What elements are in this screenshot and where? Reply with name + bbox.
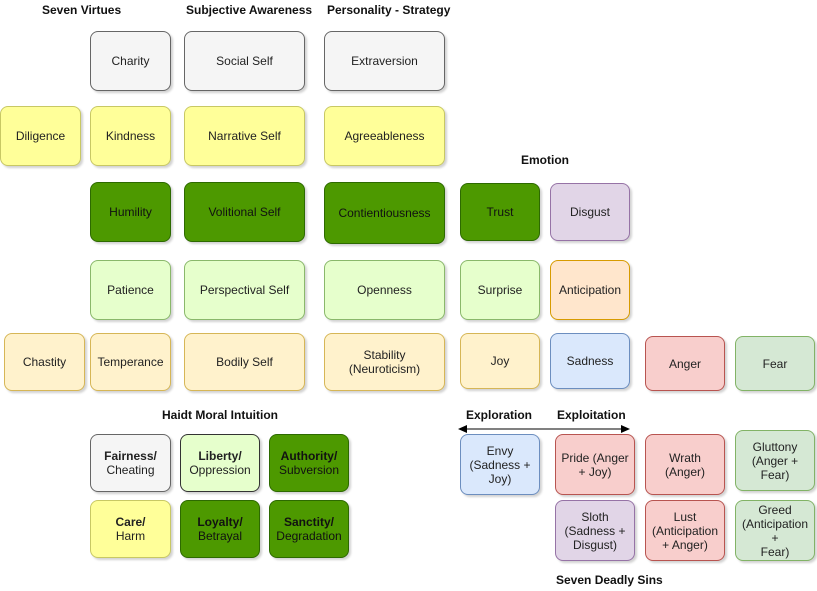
virtue-humility: Humility bbox=[90, 182, 171, 242]
header-seven-deadly-sins: Seven Deadly Sins bbox=[556, 573, 663, 587]
sin-lust: Lust (Anticipation + Anger) bbox=[645, 500, 725, 561]
haidt-loyalty-betrayal: Loyalty/Betrayal bbox=[180, 500, 260, 558]
personality-agreeableness: Agreeableness bbox=[324, 106, 445, 166]
haidt-liberty-oppression: Liberty/Oppression bbox=[180, 434, 260, 492]
haidt-authority-subversion: Authority/Subversion bbox=[269, 434, 349, 492]
sin-gluttony: Gluttony (Anger + Fear) bbox=[735, 430, 815, 491]
sin-envy: Envy (Sadness + Joy) bbox=[460, 434, 540, 495]
header-haidt-moral-intuition: Haidt Moral Intuition bbox=[162, 408, 278, 422]
awareness-bodily-self: Bodily Self bbox=[184, 333, 305, 391]
virtue-charity: Charity bbox=[90, 31, 171, 91]
header-seven-virtues: Seven Virtues bbox=[42, 3, 122, 17]
virtue-temperance: Temperance bbox=[90, 333, 171, 391]
emotion-disgust: Disgust bbox=[550, 183, 630, 241]
personality-openness: Openness bbox=[324, 260, 445, 320]
awareness-volitional-self: Volitional Self bbox=[184, 182, 305, 242]
personality-stability: Stability (Neuroticism) bbox=[324, 333, 445, 391]
haidt-sanctity-degradation: Sanctity/Degradation bbox=[269, 500, 349, 558]
virtue-patience: Patience bbox=[90, 260, 171, 320]
haidt-fairness-cheating: Fairness/Cheating bbox=[90, 434, 171, 492]
sin-pride: Pride (Anger + Joy) bbox=[555, 434, 635, 495]
emotion-fear: Fear bbox=[735, 336, 815, 391]
sin-sloth: Sloth (Sadness + Disgust) bbox=[555, 500, 635, 561]
exploration-exploitation-arrow bbox=[458, 425, 630, 433]
awareness-perspectival-self: Perspectival Self bbox=[184, 260, 305, 320]
emotion-anticipation: Anticipation bbox=[550, 260, 630, 320]
header-emotion: Emotion bbox=[521, 153, 569, 167]
emotion-anger: Anger bbox=[645, 336, 725, 391]
header-exploitation: Exploitation bbox=[557, 408, 626, 422]
emotion-surprise: Surprise bbox=[460, 260, 540, 320]
header-personality-strategy: Personality - Strategy bbox=[327, 3, 451, 17]
emotion-joy: Joy bbox=[460, 333, 540, 389]
emotion-trust: Trust bbox=[460, 183, 540, 241]
personality-contientiousness: Contientiousness bbox=[324, 182, 445, 244]
virtue-diligence: Diligence bbox=[0, 106, 81, 166]
sin-greed: Greed (Anticipation + Fear) bbox=[735, 500, 815, 561]
emotion-sadness: Sadness bbox=[550, 333, 630, 389]
header-exploration: Exploration bbox=[466, 408, 533, 422]
awareness-narrative-self: Narrative Self bbox=[184, 106, 305, 166]
personality-extraversion: Extraversion bbox=[324, 31, 445, 91]
sin-wrath: Wrath (Anger) bbox=[645, 434, 725, 495]
header-subjective-awareness: Subjective Awareness bbox=[186, 3, 313, 17]
virtue-chastity: Chastity bbox=[4, 333, 85, 391]
virtue-kindness: Kindness bbox=[90, 106, 171, 166]
haidt-care-harm: Care/Harm bbox=[90, 500, 171, 558]
awareness-social-self: Social Self bbox=[184, 31, 305, 91]
